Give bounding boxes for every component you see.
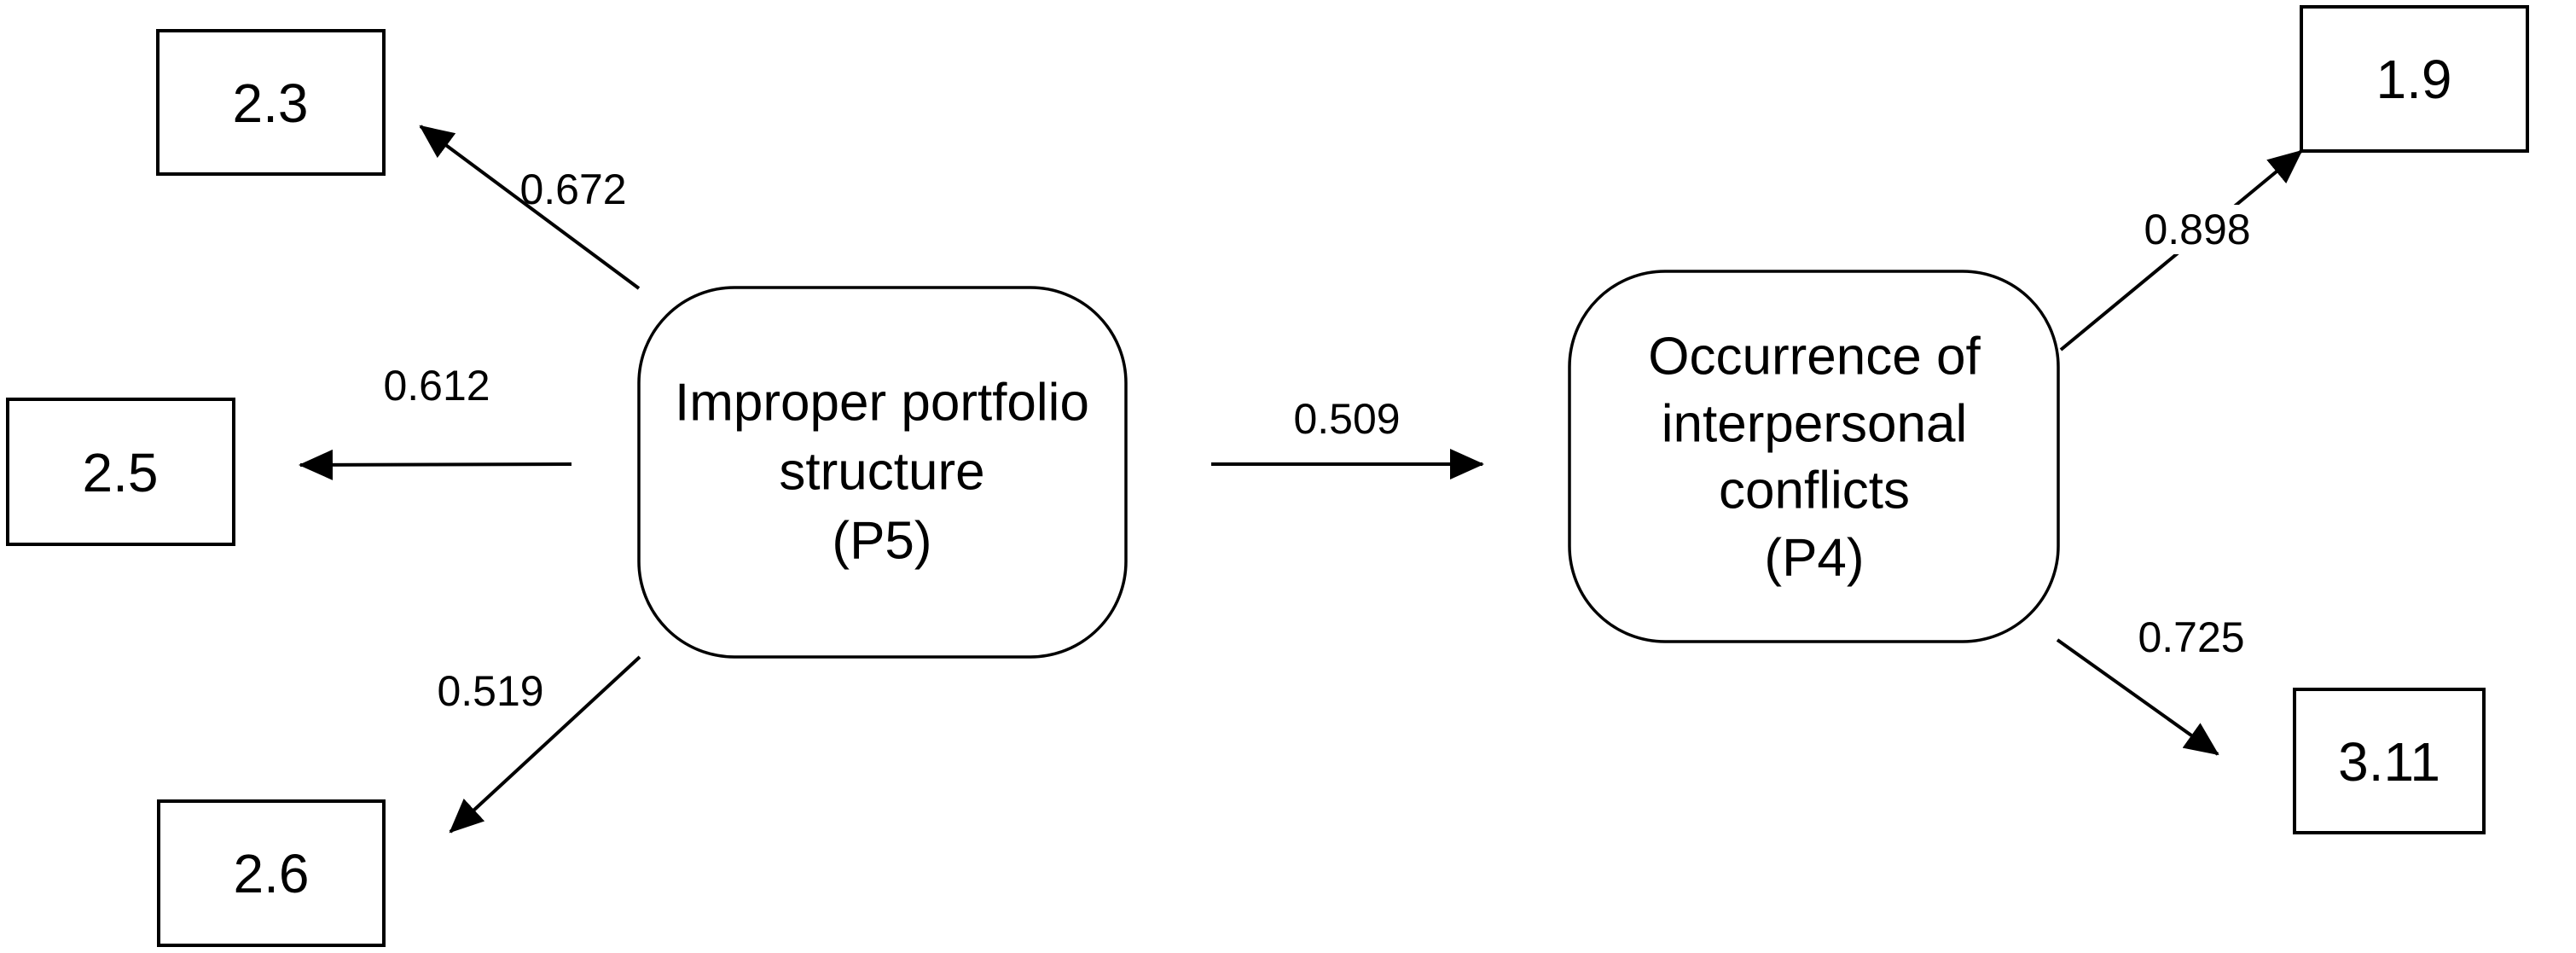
indicator-box-2-5: 2.5 [6,398,235,546]
latent-node-p4: Occurrence of interpersonal conflicts (P… [1568,270,2060,643]
indicator-box-2-6: 2.6 [157,799,386,947]
indicator-value: 2.5 [83,442,159,503]
indicator-value: 1.9 [2376,49,2452,110]
edge-p5-to-2-3 [419,125,641,290]
edge-p5-to-2-5 [299,449,572,480]
latent-rect [1568,270,2060,643]
indicator-value: 3.11 [2338,731,2440,793]
edge-p4-to-3-11 [2056,638,2219,756]
indicator-value: 2.3 [233,73,309,134]
edge-weight-p4-1-9: 0.898 [2144,206,2250,253]
indicator-rect [157,799,386,947]
indicator-rect [2300,5,2529,153]
edge-p5-to-2-6 [449,655,641,834]
edge-weight-p5-2-3: 0.672 [519,166,626,213]
indicator-box-1-9: 1.9 [2300,5,2529,153]
edge-weight-p5-p4: 0.509 [1293,395,1400,443]
indicator-rect [2293,688,2486,834]
indicator-rect [6,398,235,546]
latent-label-line: structure [779,443,984,502]
edge-weight-p5-2-6: 0.519 [437,667,543,715]
latent-label-line: Improper portfolio [675,374,1089,433]
indicator-rect [156,29,386,176]
edge-weight-p4-3-11: 0.725 [2138,613,2244,661]
latent-label-line: Occurrence of [1648,328,1981,386]
indicator-box-2-3: 2.3 [156,29,386,176]
latent-label-line: (P4) [1764,529,1864,588]
latent-label-line: interpersonal [1662,395,1967,454]
latent-label-line: (P5) [832,512,931,571]
edge-weight-background [2134,205,2260,254]
indicator-box-3-11: 3.11 [2293,688,2486,834]
edge-weight-p5-2-5: 0.612 [383,362,490,410]
indicator-value: 2.6 [234,843,310,904]
latent-rect [637,286,1128,659]
latent-label-line: conflicts [1719,462,1910,520]
latent-node-p5: Improper portfolio structure (P5) [637,286,1128,659]
